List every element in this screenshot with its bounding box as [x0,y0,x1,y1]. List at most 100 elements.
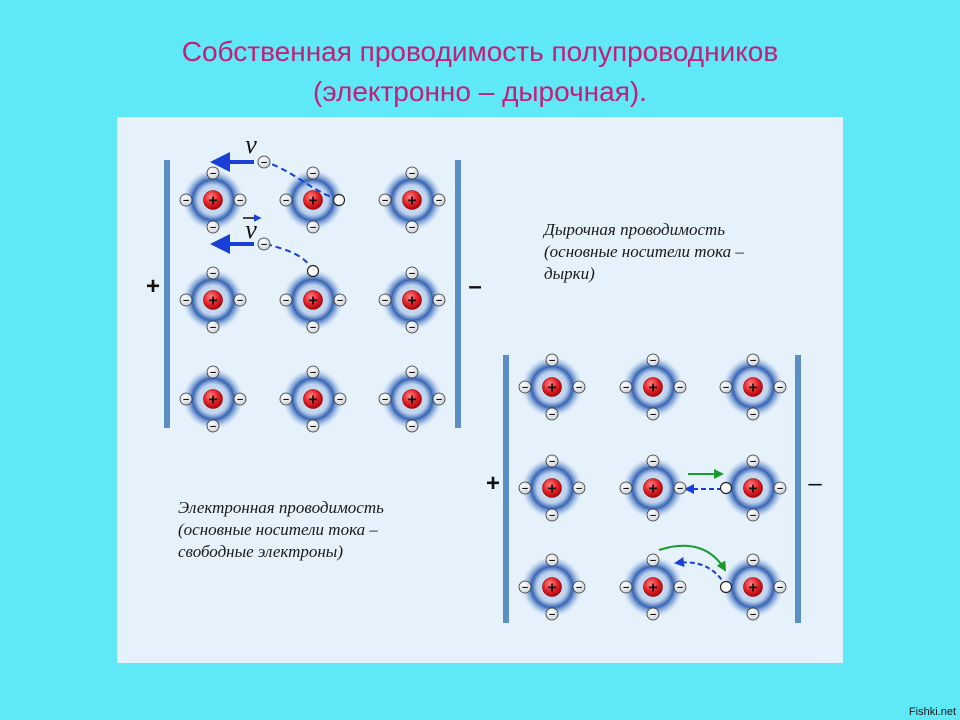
nucleus: + [303,190,323,210]
electron-left: – [619,380,633,394]
nucleus: + [203,190,223,210]
svg-text:–: – [382,394,388,406]
electron-bottom: – [646,607,660,621]
svg-text:–: – [522,582,528,594]
slide-title: Собственная проводимость полупроводников… [0,32,960,112]
svg-text:–: – [650,456,656,468]
electron-trajectory-1 [265,161,340,201]
nucleus: + [402,389,422,409]
electron-bottom: – [746,607,760,621]
atom: + [381,269,443,331]
electron-bottom: – [306,220,320,234]
electron-left: – [518,380,532,394]
bottom-plate-right [795,355,801,623]
electron-right: – [233,392,247,406]
electron-right: – [572,380,586,394]
top-plus-label: + [146,273,160,300]
electron-caption-line-3: свободные электроны) [178,542,343,561]
hole-caption-line-1: Дырочная проводимость [544,220,726,239]
svg-text:–: – [409,322,415,334]
electron-bottom: – [545,407,559,421]
atom: + [722,356,784,418]
svg-text:–: – [183,295,189,307]
svg-text:+: + [748,380,757,397]
electron-top: – [206,266,220,280]
electron-right: – [572,481,586,495]
svg-text:+: + [407,193,416,210]
svg-text:–: – [677,582,683,594]
bottom-plate-left [503,355,509,623]
atom: + [521,556,583,618]
electron-right: – [773,380,787,394]
svg-text:–: – [623,582,629,594]
hole-3 [719,481,733,495]
svg-text:–: – [750,409,756,421]
electron-bottom: – [306,320,320,334]
svg-text:+: + [648,481,657,498]
electron-top: – [206,365,220,379]
svg-text:+: + [748,481,757,498]
electron-left: – [719,380,733,394]
svg-text:+: + [308,193,317,210]
atom: + [381,368,443,430]
svg-text:+: + [547,380,556,397]
electron-top: – [646,454,660,468]
nucleus: + [643,478,663,498]
markers-layer: ––––––––––––––––––––––––––––––––––––––––… [179,155,787,621]
electron-right: – [572,580,586,594]
hole-1 [332,193,346,207]
svg-text:–: – [549,456,555,468]
electron-left: – [179,193,193,207]
svg-text:+: + [748,580,757,597]
electron-top: – [306,365,320,379]
electron-arrow-blue-2 [674,557,727,587]
svg-text:–: – [650,355,656,367]
nucleus: + [402,190,422,210]
svg-text:–: – [549,409,555,421]
svg-text:–: – [310,367,316,379]
nucleus: + [303,389,323,409]
atom: + [381,169,443,231]
svg-text:–: – [777,483,783,495]
electron-right: – [773,580,787,594]
top-plate-right [455,160,461,428]
svg-text:–: – [436,394,442,406]
svg-text:–: – [677,382,683,394]
svg-text:–: – [436,295,442,307]
svg-text:+: + [648,380,657,397]
svg-text:–: – [522,382,528,394]
electron-bottom: – [545,607,559,621]
electron-left: – [378,392,392,406]
svg-text:–: – [210,222,216,234]
electron-left: – [279,392,293,406]
electron-bottom: – [206,419,220,433]
svg-text:–: – [283,295,289,307]
electron-left: – [518,481,532,495]
svg-text:–: – [549,510,555,522]
svg-text:–: – [382,295,388,307]
lattice-diagram: ++++++++++++++++++ + – + – v v –––––––––… [146,130,822,623]
electron-top: – [746,553,760,567]
svg-text:–: – [261,157,267,169]
electron-right: – [333,293,347,307]
svg-text:+: + [407,392,416,409]
hole-arrow-green-2 [658,544,727,572]
electron-right: – [233,193,247,207]
electron-bottom: – [545,508,559,522]
svg-text:–: – [409,421,415,433]
electron-left: – [378,293,392,307]
atom: + [282,368,344,430]
atom: + [521,356,583,418]
svg-text:–: – [723,382,729,394]
svg-text:+: + [308,293,317,310]
electron-right: – [432,293,446,307]
electron-top: – [646,353,660,367]
svg-text:–: – [777,582,783,594]
nucleus: + [743,377,763,397]
top-plate-left [164,160,170,428]
svg-text:–: – [576,382,582,394]
velocity-label-1: v [245,130,257,159]
svg-text:–: – [310,322,316,334]
svg-text:+: + [208,392,217,409]
electron-top: – [306,166,320,180]
